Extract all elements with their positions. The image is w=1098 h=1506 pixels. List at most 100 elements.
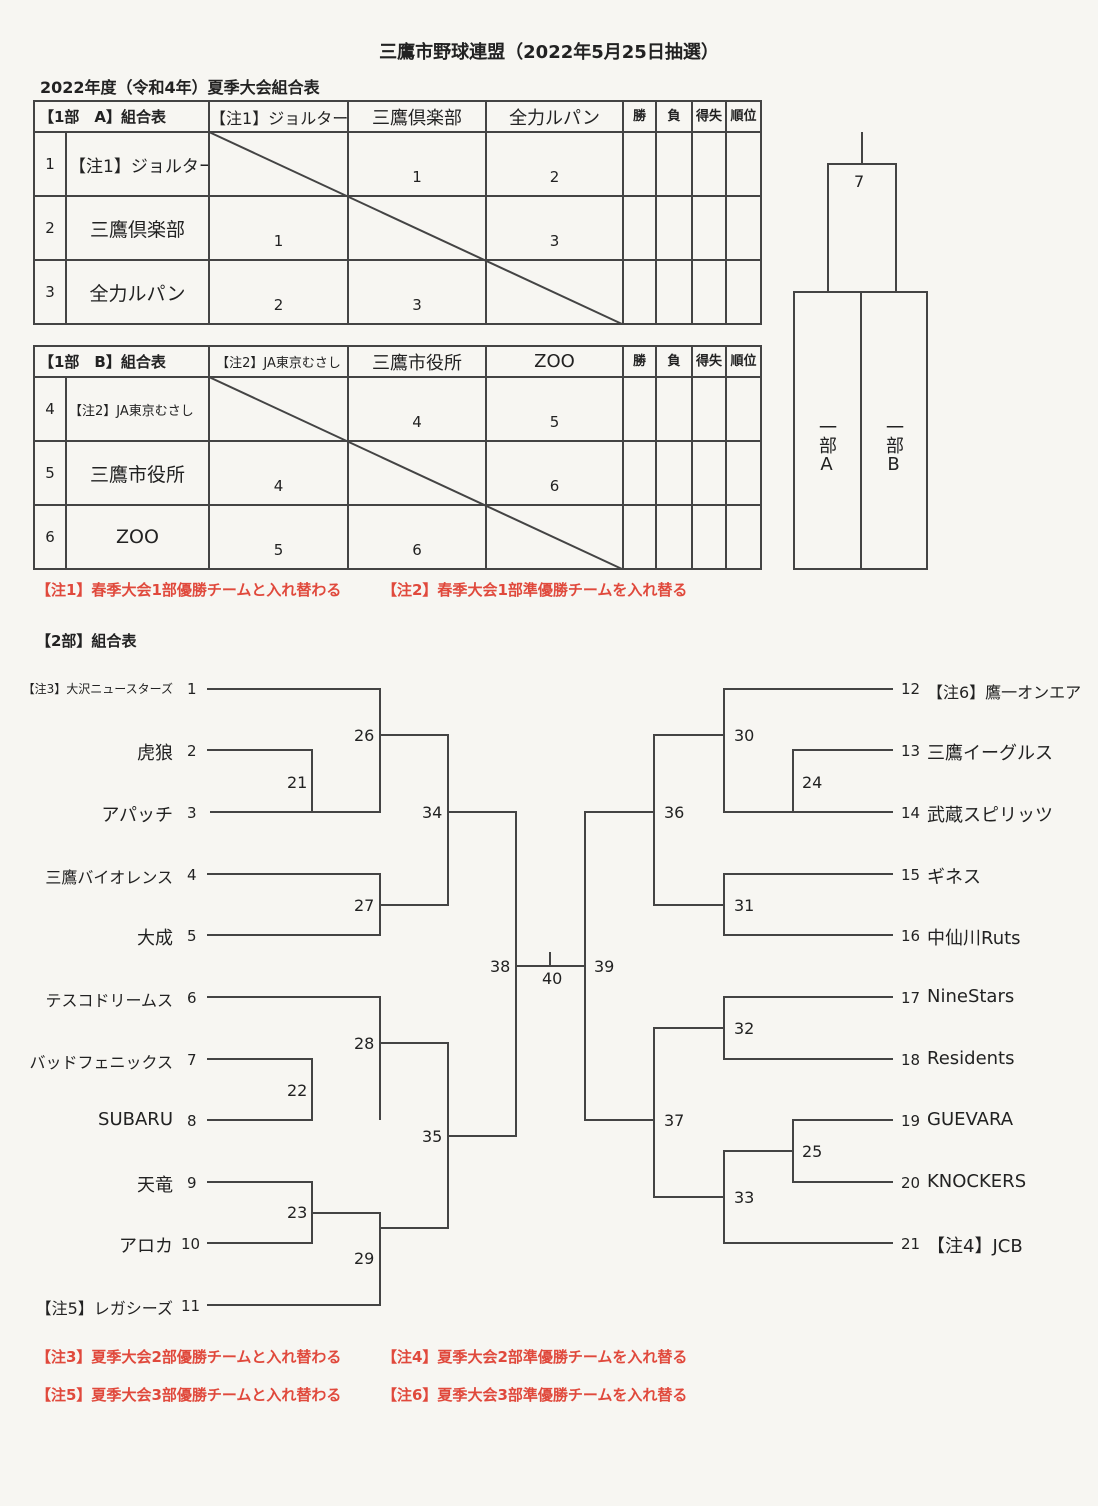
bracket-line [207, 688, 381, 813]
team-name: 三鷹倶楽部 [64, 195, 211, 261]
seed-number: 19 [901, 1112, 921, 1130]
rank-cell [725, 259, 763, 325]
team-name: 三鷹イーグルス [927, 743, 1053, 764]
match-cell: 2 [485, 131, 625, 197]
bracket-line [207, 1058, 313, 1121]
diff-cell [691, 195, 728, 261]
final-label-right: 一部B [882, 418, 904, 481]
win-cell [622, 376, 657, 442]
match-number: 27 [354, 896, 375, 915]
page-title: 三鷹市野球連盟（2022年5月25日抽選） [379, 42, 719, 63]
team-name: 【注3】大沢ニュースターズ [22, 682, 173, 696]
seed-number: 18 [901, 1051, 921, 1069]
match-number: 30 [734, 726, 755, 745]
seed-number: 4 [187, 866, 197, 884]
div1a-label: 【1部 A】組合表 [32, 100, 211, 133]
match-number: 34 [422, 803, 443, 822]
win-cell [622, 440, 657, 506]
match-number: 35 [422, 1127, 443, 1146]
div1b-label: 【1部 B】組合表 [33, 345, 210, 378]
match-number: 22 [287, 1081, 308, 1100]
seed-number: 13 [901, 742, 921, 760]
match-number: 6 [412, 541, 422, 559]
win-cell [622, 131, 658, 197]
seed-number: 21 [901, 1235, 921, 1253]
seed-number: 6 [187, 989, 197, 1007]
match-cell: 2 [208, 259, 350, 325]
match-cell: 4 [208, 440, 349, 506]
div1a-col-header: 【注1】ジョルター [208, 100, 350, 133]
team-name: テスコドリームス [45, 991, 173, 1010]
win-cell [622, 195, 658, 261]
note-3: 【注3】夏季大会2部優勝チームと入れ替わる [36, 1348, 342, 1366]
match-number: 37 [664, 1111, 685, 1130]
team-name: 【注6】鷹一オンエア [927, 683, 1082, 702]
loss-cell [655, 131, 694, 197]
team-name: 武蔵スピリッツ [927, 805, 1053, 826]
diff-cell [691, 131, 728, 197]
bracket-line [653, 1027, 724, 1198]
team-name: 【注5】レガシーズ [35, 1299, 173, 1318]
seed-number: 15 [901, 866, 921, 884]
rank-cell [725, 376, 762, 442]
match-number: 3 [549, 232, 560, 250]
team-name: 天竜 [137, 1175, 173, 1196]
row-number: 1 [33, 131, 67, 197]
loss-header: 負 [655, 100, 694, 133]
bracket-line [207, 1212, 381, 1306]
match-number: 23 [287, 1203, 308, 1222]
team-name: 全力ルパン [64, 259, 211, 325]
final-label-left: 一部A [815, 418, 837, 481]
match-number: 5 [273, 541, 284, 559]
rank-cell [725, 195, 763, 261]
loss-cell [655, 259, 694, 325]
loss-cell [655, 440, 693, 506]
match-number: 29 [354, 1249, 375, 1268]
match-number: 2 [549, 168, 560, 186]
team-name: アロカ [119, 1236, 173, 1257]
match-number: 36 [664, 803, 685, 822]
match-number: 24 [802, 773, 823, 792]
win-header: 勝 [622, 100, 658, 133]
final-label-left-text: 一部A [816, 418, 837, 475]
match-number: 38 [490, 957, 511, 976]
match-cell: 6 [485, 440, 624, 506]
diagonal-line [208, 376, 623, 570]
team-name: Residents [927, 1048, 1015, 1069]
seed-number: 3 [187, 804, 197, 822]
match-number: 25 [802, 1142, 823, 1161]
match-number: 21 [287, 773, 308, 792]
diff-cell [691, 259, 728, 325]
seed-number: 2 [187, 742, 197, 760]
bracket-line [653, 734, 724, 906]
bracket-line [207, 749, 313, 812]
team-name: GUEVARA [927, 1109, 1014, 1130]
bracket-line [380, 734, 449, 906]
match-cell: 1 [347, 131, 488, 197]
diff-header: 得失 [691, 345, 727, 378]
row-number: 2 [33, 195, 67, 261]
team-name: 三鷹バイオレンス [45, 868, 173, 887]
loss-cell [655, 195, 694, 261]
win-cell [622, 259, 658, 325]
diff-header: 得失 [691, 100, 728, 133]
team-name: SUBARU [98, 1109, 173, 1130]
seed-number: 17 [901, 989, 921, 1007]
match-number: 1 [273, 232, 284, 250]
seed-number: 20 [901, 1174, 921, 1192]
seed-number: 11 [181, 1297, 201, 1315]
final-label-right-text: 一部B [883, 418, 904, 475]
row-number: 3 [33, 259, 67, 325]
bracket-line [792, 749, 893, 812]
match-cell: 4 [347, 376, 487, 442]
match-number: 28 [354, 1034, 375, 1053]
seed-number: 14 [901, 804, 921, 822]
diff-cell [691, 504, 727, 570]
rank-header: 順位 [725, 100, 763, 133]
note-6: 【注6】夏季大会3部準優勝チームを入れ替る [382, 1386, 688, 1404]
match-number: 1 [412, 168, 422, 186]
rank-cell [725, 504, 762, 570]
seed-number: 5 [187, 927, 197, 945]
match-cell: 5 [208, 504, 349, 570]
